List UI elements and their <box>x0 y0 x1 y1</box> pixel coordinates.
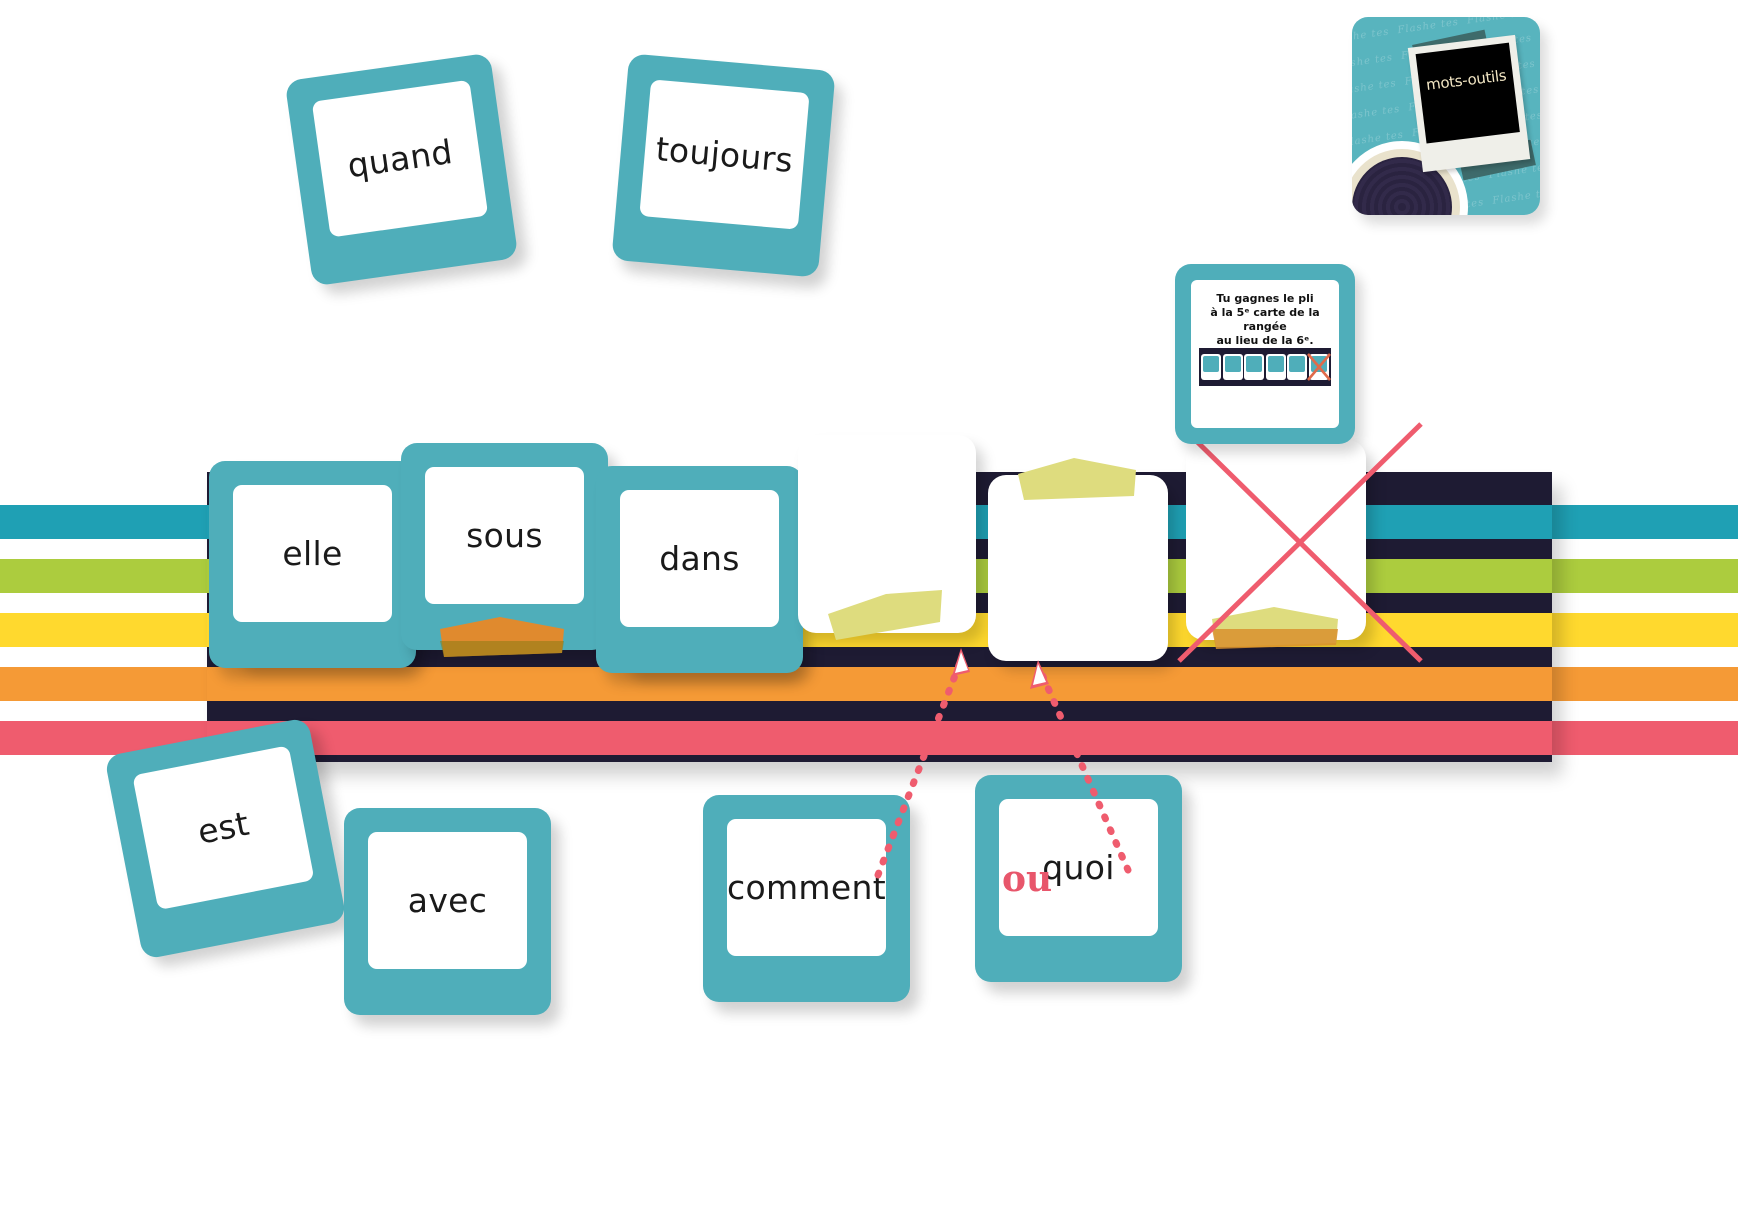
band-stripe-pink <box>207 721 1552 755</box>
rule-line-1: Tu gagnes le pli <box>1216 292 1314 305</box>
loose-card-quand[interactable]: quand <box>284 52 519 287</box>
rule-mini-row <box>1199 348 1331 386</box>
loose-card-window: est <box>132 745 315 911</box>
loose-card-label: quand <box>345 131 455 186</box>
tape-yellow-card4 <box>828 590 942 640</box>
loose-card-window: quand <box>311 79 489 238</box>
logo-polaroid: mots-outils <box>1407 34 1531 173</box>
loose-card-window: avec <box>368 832 527 969</box>
tape-olive-card6 <box>1212 607 1338 649</box>
row-card-window: elle <box>233 485 392 622</box>
rule-mini-card <box>1201 354 1221 380</box>
logo-badge: Flashe tes Flashe tes Flashe tes Flashe … <box>1352 17 1540 215</box>
row-card-dans[interactable]: dans <box>596 466 803 673</box>
rule-mini-card <box>1244 354 1265 380</box>
rule-card-text: Tu gagnes le pli à la 5ᵉ carte de la ran… <box>1191 292 1339 348</box>
row-card-label: elle <box>282 534 343 573</box>
rule-mini-card <box>1222 354 1243 380</box>
loose-card-window: toujours <box>639 79 810 230</box>
rule-mini-card <box>1287 354 1308 380</box>
row-card-window: dans <box>620 490 779 627</box>
row-card-blank-5[interactable] <box>988 475 1168 661</box>
loose-card-label: est <box>194 803 253 852</box>
row-card-sous[interactable]: sous <box>401 443 608 650</box>
rule-mini-card-crossed <box>1306 353 1331 381</box>
mini-x-icon <box>1306 353 1331 381</box>
connector-label-ou: ou <box>1002 858 1053 900</box>
loose-card-window: comment <box>727 819 886 956</box>
loose-card-comment[interactable]: comment <box>703 795 910 1002</box>
rule-line-3: au lieu de la 6ᵉ. <box>1216 334 1314 347</box>
row-card-label: sous <box>466 516 543 555</box>
band-stripe-orange <box>207 667 1552 701</box>
rule-card[interactable]: Tu gagnes le pli à la 5ᵉ carte de la ran… <box>1175 264 1355 444</box>
row-card-elle[interactable]: elle <box>209 461 416 668</box>
loose-card-toujours[interactable]: toujours <box>611 53 836 278</box>
tape-yellow-card5 <box>1018 458 1136 500</box>
loose-card-label: quoi <box>1042 848 1115 887</box>
loose-card-label: comment <box>727 868 886 907</box>
tape-orange-card1 <box>440 617 564 657</box>
rule-card-inner: Tu gagnes le pli à la 5ᵉ carte de la ran… <box>1191 280 1339 428</box>
loose-card-est[interactable]: est <box>104 717 347 960</box>
rule-line-2: à la 5ᵉ carte de la rangée <box>1210 306 1320 333</box>
rule-mini-card <box>1265 354 1286 380</box>
loose-card-label: avec <box>407 881 488 920</box>
loose-card-avec[interactable]: avec <box>344 808 551 1015</box>
loose-card-label: toujours <box>654 129 795 180</box>
row-card-label: dans <box>659 539 740 578</box>
row-card-window: sous <box>425 467 584 604</box>
